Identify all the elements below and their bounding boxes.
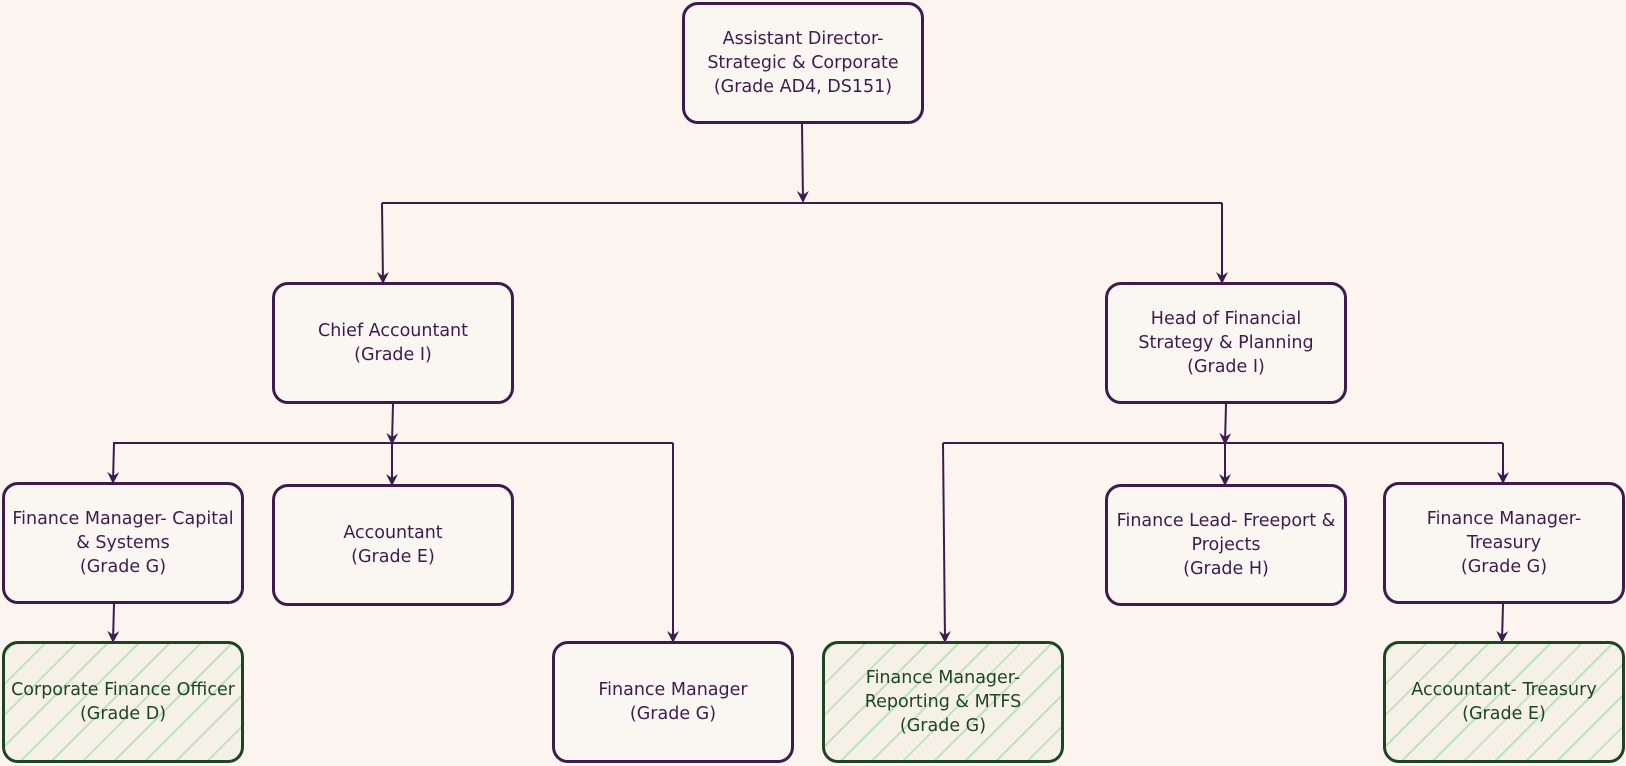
node-chief-accountant: Chief Accountant (Grade I) (272, 282, 514, 404)
connector-ca-down (386, 403, 399, 445)
connector-to-fm-capital (107, 442, 120, 484)
node-line: Chief Accountant (318, 321, 468, 341)
node-line: & Systems (76, 533, 170, 553)
node-line: (Grade G) (1460, 557, 1548, 577)
node-line: Finance Manager- (1426, 509, 1582, 529)
node-line: (Grade G) (899, 716, 987, 736)
node-line: Finance Manager- (865, 668, 1021, 688)
connector-to-corporate-finance-officer (107, 603, 120, 643)
connector-to-fm-reporting (938, 442, 951, 643)
node-line: Corporate Finance Officer (11, 680, 235, 700)
node-line: Reporting & MTFS (864, 692, 1022, 712)
connector-hfsp-down (1219, 403, 1232, 445)
node-line: (Grade AD4, DS151) (713, 77, 893, 97)
node-line: Finance Manager- Capital (12, 509, 234, 529)
node-line: (Grade H) (1183, 559, 1269, 579)
node-line: Treasury (1466, 533, 1542, 553)
node-assistant-director: Assistant Director- Strategic & Corporat… (682, 2, 924, 124)
node-line: (Grade G) (79, 557, 167, 577)
node-line: (Grade D) (79, 704, 167, 724)
node-finance-manager-treasury: Finance Manager- Treasury (Grade G) (1383, 482, 1625, 604)
node-line: Strategy & Planning (1138, 333, 1314, 353)
node-finance-lead-freeport-projects: Finance Lead- Freeport & Projects (Grade… (1105, 484, 1347, 606)
node-line: (Grade E) (1462, 704, 1546, 724)
node-line: Accountant- Treasury (1411, 680, 1597, 700)
connector-to-accountant-treasury (1496, 603, 1509, 643)
node-line: (Grade E) (351, 547, 435, 567)
node-accountant: Accountant (Grade E) (272, 484, 514, 606)
node-line: Finance Manager (598, 680, 748, 700)
node-line: (Grade I) (1187, 357, 1265, 377)
node-corporate-finance-officer: Corporate Finance Officer (Grade D) (2, 641, 244, 763)
node-line: (Grade I) (354, 345, 432, 365)
node-line: Strategic & Corporate (707, 53, 899, 73)
node-line: Assistant Director- (722, 29, 884, 49)
node-finance-manager-capital-systems: Finance Manager- Capital & Systems (Grad… (2, 482, 244, 604)
connector-to-chief-accountant (376, 202, 389, 284)
node-line: Projects (1191, 535, 1261, 555)
node-finance-manager: Finance Manager (Grade G) (552, 641, 794, 763)
node-head-financial-strategy: Head of Financial Strategy & Planning (G… (1105, 282, 1347, 404)
node-accountant-treasury: Accountant- Treasury (Grade E) (1383, 641, 1625, 763)
node-line: Head of Financial (1150, 309, 1302, 329)
connector-ad-down (796, 123, 809, 203)
node-line: Finance Lead- Freeport & (1116, 511, 1336, 531)
node-line: (Grade G) (629, 704, 717, 724)
node-finance-manager-reporting-mtfs: Finance Manager- Reporting & MTFS (Grade… (822, 641, 1064, 763)
node-line: Accountant (343, 523, 443, 543)
